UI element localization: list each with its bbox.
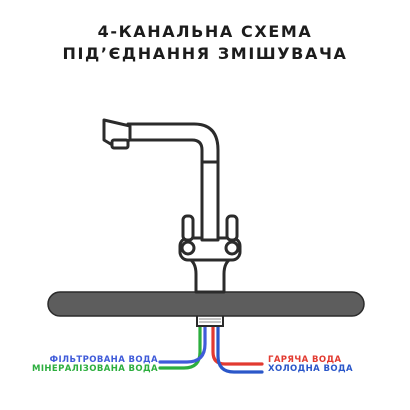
diagram-title-line-2: ПІД’ЄДНАННЯ ЗМІШУВАЧА [62,44,348,63]
supply-lines [158,310,264,374]
label-filtered-water: ФІЛЬТРОВАНА ВОДА [49,355,158,365]
label-hot-water: ГАРЯЧА ВОДА [268,355,342,365]
label-cold-water: ХОЛОДНА ВОДА [268,364,353,374]
diagram-title-line-1: 4-КАНАЛЬНА СХЕМА [97,22,313,41]
faucet-outline [102,118,242,294]
filtered-water-line [158,310,207,364]
mineralized-water-line [158,320,202,370]
cold-water-line [216,320,264,374]
countertop [47,291,365,317]
label-mineralized-water: МІНЕРАЛІЗОВАНА ВОДА [32,364,158,374]
hot-water-line [211,320,264,366]
